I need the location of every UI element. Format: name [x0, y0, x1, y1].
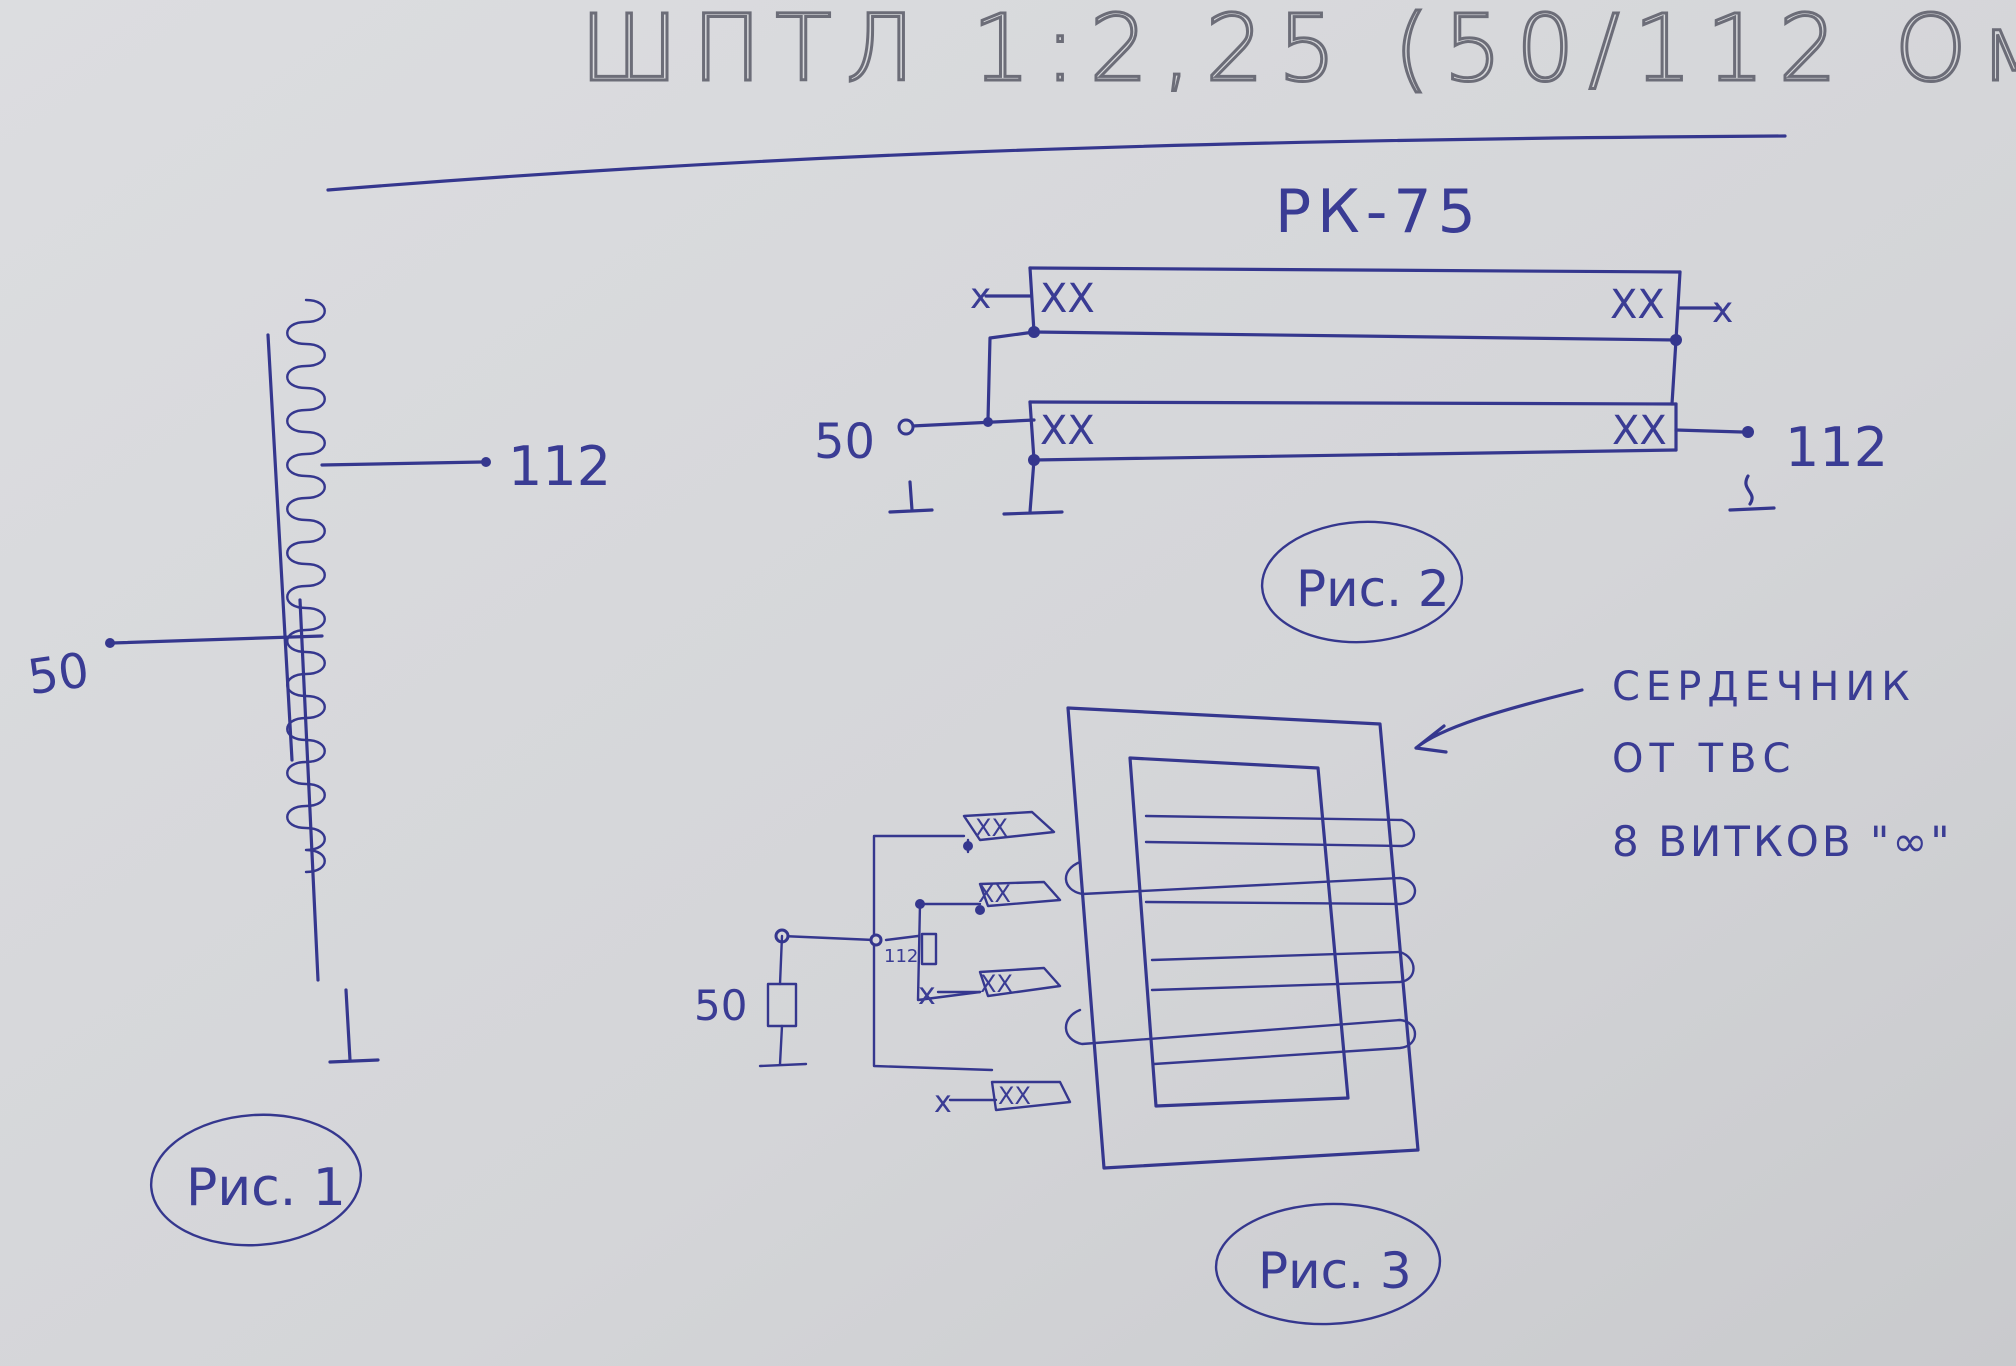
fig3-node-c	[975, 905, 985, 915]
fig3-coax-end-3	[978, 966, 1062, 998]
fig2-caption-ellipse	[1260, 520, 1464, 644]
fig2-upper-left-xx: XX	[1040, 276, 1095, 322]
fig3-caption-ellipse	[1214, 1202, 1442, 1326]
fig3-resistor-112-label: 112	[884, 946, 918, 967]
fig1-winding-coil	[286, 298, 326, 874]
fig2-junction-dot	[983, 417, 993, 427]
fig2-cable-upper-left-end	[1028, 266, 1036, 334]
fig1-autotransformer: 112 50 Рис. 1	[24, 298, 611, 1247]
fig2-terminal-50-label: 50	[814, 414, 875, 470]
fig3-core-outer	[1066, 706, 1420, 1170]
fig2-cable-lower-left-end	[1028, 400, 1036, 462]
fig1-core-line-right	[298, 598, 320, 982]
fig2-upper-right-cross: x	[1712, 290, 1733, 331]
fig3-coax-end-2-xx: XX	[978, 880, 1011, 908]
fig2-ground-input	[888, 480, 934, 514]
fig3-note-line-3: 8 ВИТКОВ "∞"	[1612, 817, 1953, 866]
fig1-caption: Рис. 1	[186, 1158, 346, 1218]
fig3-node-d	[869, 933, 883, 947]
fig3-ground	[758, 1024, 808, 1068]
fig2-input-50-wire	[910, 418, 1036, 428]
fig2-right-jumper	[1670, 338, 1678, 406]
fig1-terminal-50-node	[105, 638, 115, 648]
fig3-core-assembly: XX XX XX XX 112 50 x x СЕРДЕЧНИК ОТ ТВС …	[694, 664, 1953, 1326]
fig1-terminal-112-node	[481, 457, 491, 467]
fig3-winding-turns	[1064, 814, 1417, 1066]
fig3-note-line-2: ОТ ТВС	[1612, 736, 1796, 782]
fig1-tap-50-wire	[110, 634, 324, 645]
fig2-lower-left-xx: XX	[1040, 408, 1095, 454]
fig2-upper-left-cross: x	[970, 276, 991, 317]
fig2-output-112-wire	[1674, 428, 1744, 434]
fig3-node-b	[915, 899, 925, 909]
fig1-caption-ellipse	[149, 1113, 363, 1247]
fig2-cable-label: РК-75	[1275, 177, 1482, 247]
fig3-coax-end-1-xx: XX	[975, 814, 1008, 842]
fig1-tap-112-wire	[320, 460, 484, 467]
fig3-coax-end-2	[978, 880, 1062, 908]
fig2-cable-upper-shield-top	[1028, 266, 1682, 274]
fig3-coax-end-1	[962, 810, 1056, 842]
fig1-ground-lead	[328, 988, 380, 1064]
fig3-core-window	[1128, 756, 1350, 1108]
fig3-input-lead	[778, 934, 784, 986]
fig3-coax-end-4-xx: XX	[998, 1082, 1031, 1110]
fig2-cable-lower-shield-top	[1028, 400, 1678, 406]
fig3-terminal-50-label: 50	[694, 981, 747, 1030]
fig1-terminal-112-label: 112	[508, 435, 611, 498]
title-underline	[326, 134, 1787, 192]
fig2-left-jumper	[986, 330, 1036, 422]
fig2-cable-lower-shield-bottom	[1032, 448, 1678, 462]
fig2-lower-right-xx: XX	[1612, 408, 1667, 454]
fig2-caption: Рис. 2	[1296, 560, 1450, 618]
fig3-note-arrow	[1414, 688, 1584, 754]
fig3-node-a	[963, 841, 973, 851]
fig2-coax-transformer: РК-75 XX XX x x XX XX 50 112	[814, 177, 1888, 644]
fig2-cable-upper-right-end	[1674, 270, 1682, 342]
page-title: ШПТЛ 1:2,25 (50/112 Ом)	[580, 0, 2016, 102]
fig1-terminal-50-label: 50	[24, 642, 92, 706]
fig3-resistor-112	[920, 932, 938, 966]
fig3-caption: Рис. 3	[1258, 1242, 1412, 1300]
fig2-terminal-50-node	[897, 418, 915, 436]
fig2-terminal-112-node	[1742, 426, 1754, 438]
fig2-cable-upper-shield-bottom	[1032, 330, 1678, 342]
fig2-ground-cable	[1002, 458, 1064, 516]
fig2-ground-output	[1728, 474, 1776, 512]
fig3-coax-end-3-xx: XX	[980, 970, 1013, 998]
fig2-terminal-112-label: 112	[1785, 416, 1888, 479]
fig3-cross-2: x	[934, 1085, 952, 1120]
fig3-cross-1: x	[918, 977, 936, 1012]
fig3-note-line-1: СЕРДЕЧНИК	[1612, 664, 1916, 710]
fig2-upper-right-xx: XX	[1610, 282, 1665, 328]
